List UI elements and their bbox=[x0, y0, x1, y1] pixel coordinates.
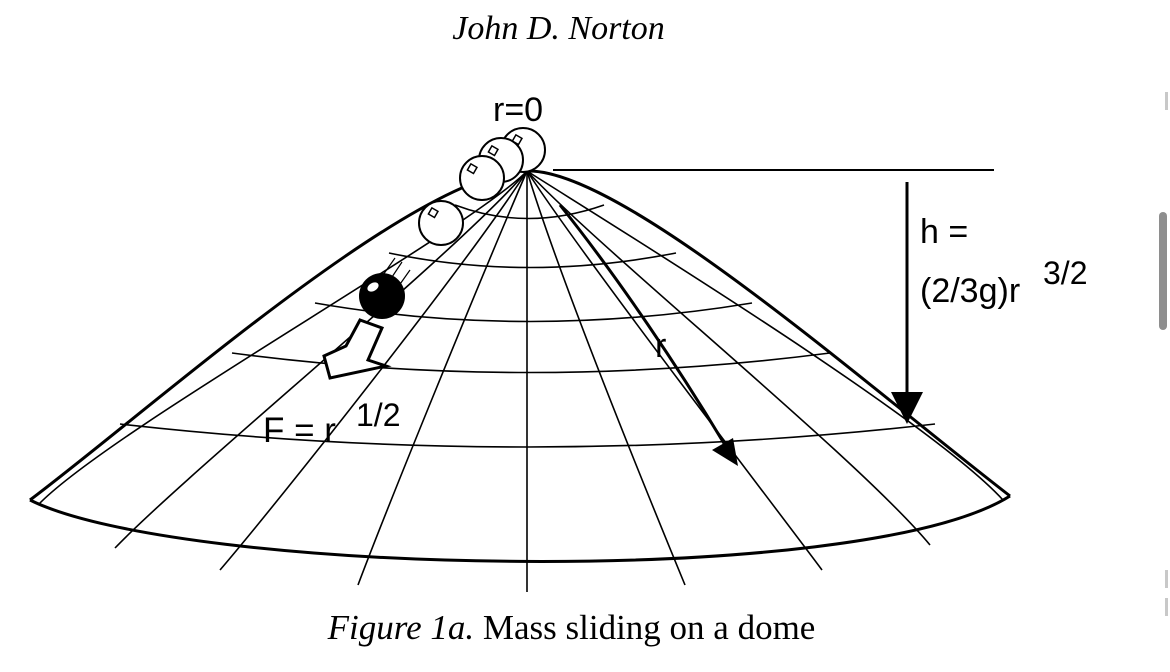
label-force-exponent: 1/2 bbox=[356, 397, 400, 433]
ball-trail bbox=[418, 127, 546, 246]
label-force: F = r bbox=[263, 411, 336, 450]
author-header: John D. Norton bbox=[452, 10, 665, 47]
scrollbar-thumb[interactable] bbox=[1159, 212, 1167, 330]
label-r-distance: r bbox=[655, 327, 666, 365]
page-edge-mark bbox=[1165, 598, 1168, 616]
scrollbar[interactable] bbox=[1156, 0, 1170, 672]
figure-caption: Figure 1a. Mass sliding on a dome bbox=[0, 608, 1143, 648]
label-height-line2: (2/3g)r bbox=[920, 272, 1020, 310]
meridian-lines bbox=[37, 170, 1004, 592]
ball-highlights bbox=[427, 133, 523, 219]
figure-caption-label: Figure 1a. bbox=[327, 608, 475, 647]
label-height-line1: h = bbox=[920, 213, 968, 251]
force-arrow bbox=[322, 318, 392, 380]
dome-outline bbox=[29, 169, 1011, 502]
r-arrow bbox=[558, 204, 738, 466]
page-edge-mark bbox=[1165, 570, 1168, 588]
black-ball bbox=[359, 273, 405, 319]
ball-position-4 bbox=[418, 200, 464, 246]
height-arrowhead bbox=[891, 392, 923, 424]
figure-caption-text: Mass sliding on a dome bbox=[482, 608, 816, 647]
label-height-exponent: 3/2 bbox=[1043, 255, 1087, 291]
dome-base bbox=[29, 494, 1011, 563]
ball-position-3 bbox=[459, 155, 505, 201]
page-edge-mark bbox=[1165, 92, 1168, 110]
label-r-zero: r=0 bbox=[493, 91, 543, 129]
height-indicator bbox=[553, 169, 994, 424]
black-ball-highlight bbox=[367, 282, 379, 292]
r-arrowhead bbox=[712, 438, 738, 466]
